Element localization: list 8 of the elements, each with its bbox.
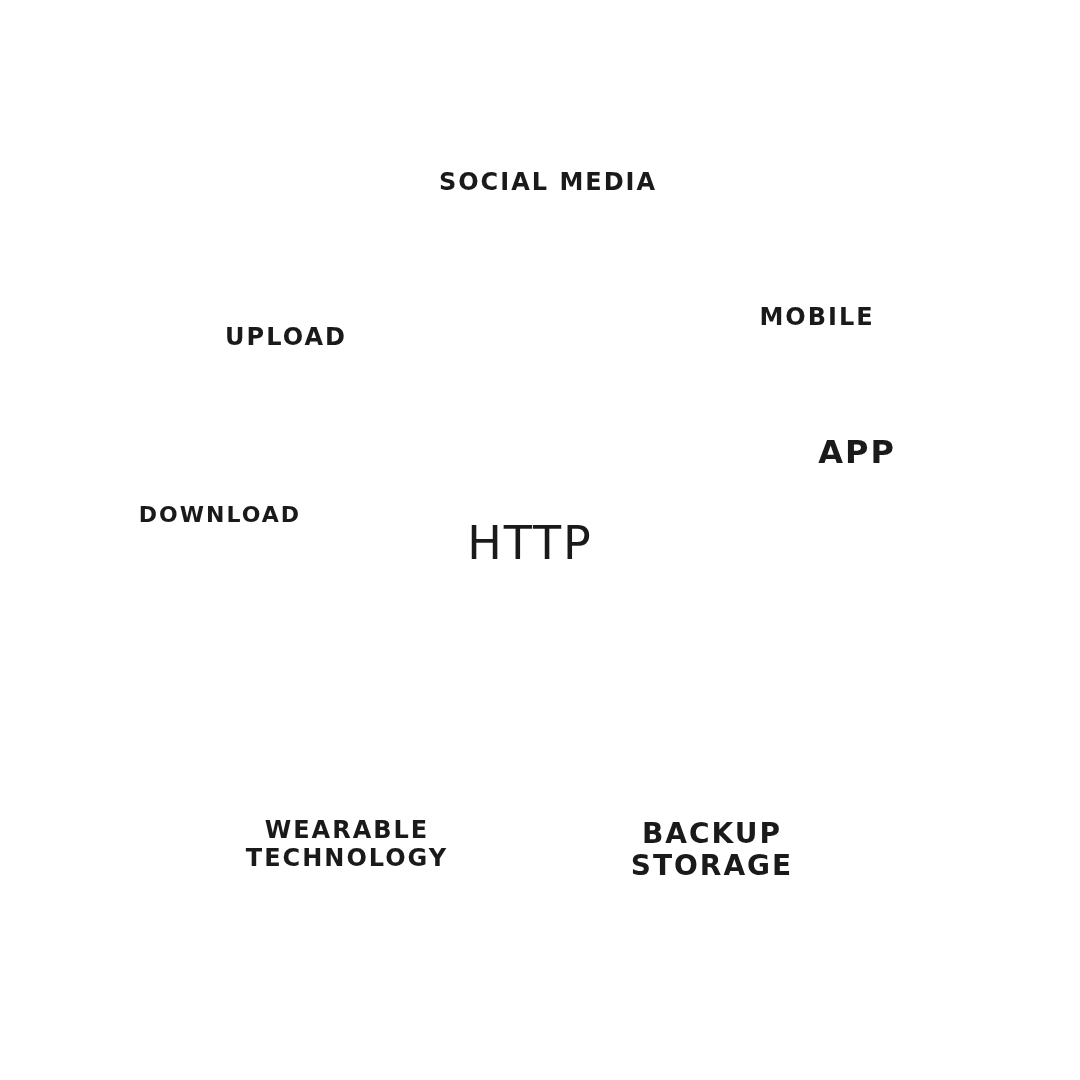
- keyword-text: SOCIAL MEDIA: [437, 169, 659, 197]
- keyword-text: BACKUP STORAGE: [629, 817, 795, 883]
- keyword-text: UPLOAD: [224, 324, 348, 352]
- keyword-text: HTTP: [466, 516, 594, 570]
- keyword-text: DOWNLOAD: [137, 502, 303, 528]
- keyword-text: MOBILE: [758, 304, 876, 332]
- keyword-text: APP: [817, 433, 897, 471]
- keyword-text: WEARABLE TECHNOLOGY: [244, 817, 450, 873]
